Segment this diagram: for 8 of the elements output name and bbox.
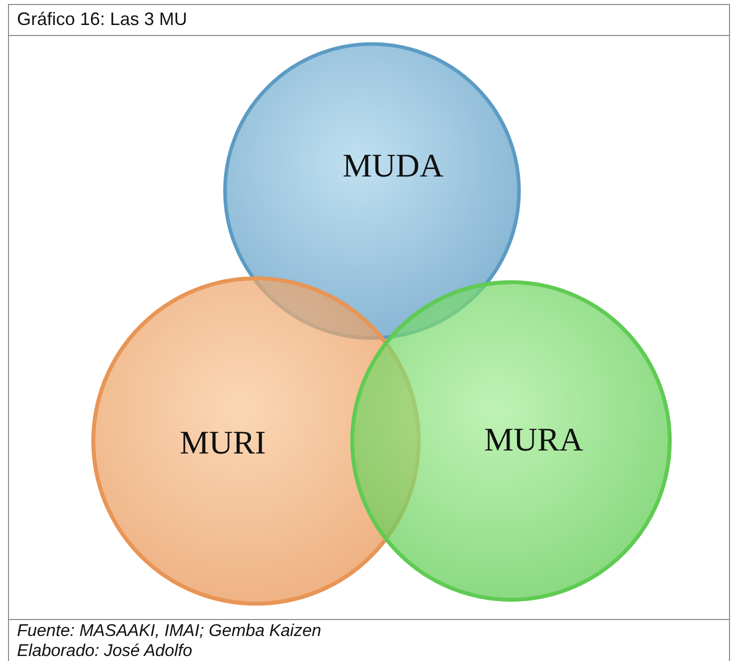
figure-title: Gráfico 16: Las 3 MU <box>17 9 188 30</box>
circle-label: MUDA <box>342 148 444 186</box>
source-note: Fuente: MASAAKI, IMAI; Gemba Kaizen <box>17 621 322 641</box>
circle-label: MURI <box>180 426 266 463</box>
venn-circle <box>222 41 522 341</box>
venn-circle <box>349 279 673 603</box>
source-note: Elaborado: José Adolfo <box>17 641 192 661</box>
circle-label: MURA <box>484 422 584 460</box>
